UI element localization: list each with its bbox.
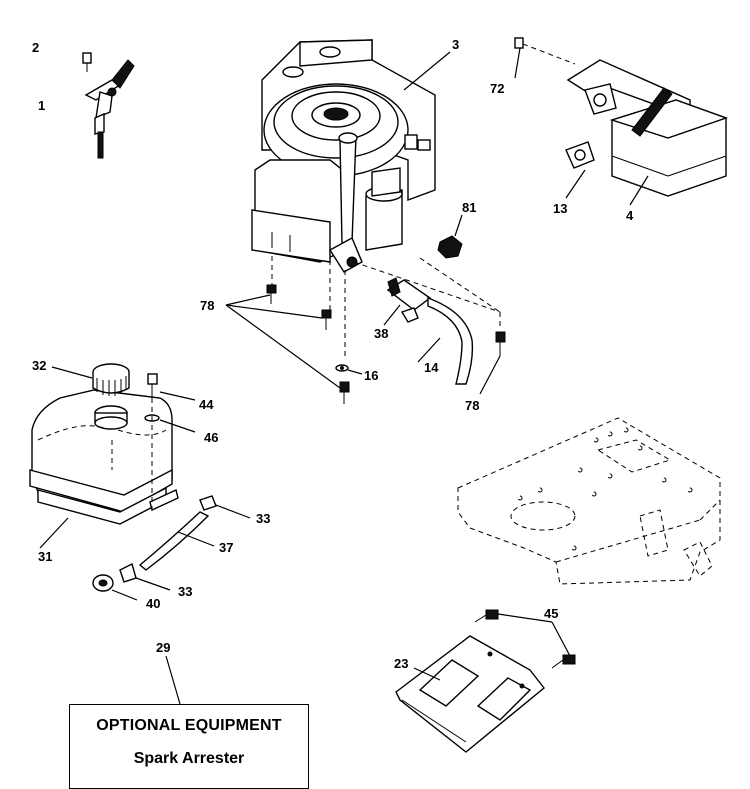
callout-4: 4 bbox=[626, 208, 634, 223]
callout-32: 32 bbox=[32, 358, 46, 373]
callout-40: 40 bbox=[146, 596, 160, 611]
callout-45: 45 bbox=[544, 606, 558, 621]
callout-37: 37 bbox=[219, 540, 233, 555]
callout-1: 1 bbox=[38, 98, 45, 113]
optional-equipment-box: OPTIONAL EQUIPMENT Spark Arrester bbox=[69, 704, 309, 789]
fuel-tank-part bbox=[29, 363, 196, 549]
callout-2: 2 bbox=[32, 40, 39, 55]
callout-44: 44 bbox=[199, 397, 214, 412]
callout-3: 3 bbox=[452, 37, 459, 52]
callout-72: 72 bbox=[490, 81, 504, 96]
heat-shield-part bbox=[165, 609, 576, 753]
frame-outline bbox=[457, 417, 721, 585]
callout-78-group: 78 bbox=[200, 298, 214, 313]
engine-hardware bbox=[225, 214, 506, 404]
callout-16: 16 bbox=[364, 368, 378, 383]
callout-38: 38 bbox=[374, 326, 388, 341]
optional-equipment-title: OPTIONAL EQUIPMENT bbox=[96, 717, 282, 734]
callout-33-upper: 33 bbox=[256, 511, 270, 526]
callout-labels: 2 1 3 72 13 4 81 78 38 14 16 78 32 44 46… bbox=[32, 37, 634, 671]
callout-13: 13 bbox=[553, 201, 567, 216]
throttle-control-part bbox=[82, 52, 135, 159]
callout-23: 23 bbox=[394, 656, 408, 671]
callout-29: 29 bbox=[156, 640, 170, 655]
fuel-line-part bbox=[92, 495, 251, 601]
callout-31: 31 bbox=[38, 549, 52, 564]
callout-14: 14 bbox=[424, 360, 439, 375]
callout-33-lower: 33 bbox=[178, 584, 192, 599]
engine-part bbox=[251, 39, 451, 273]
spark-arrester-label: Spark Arrester bbox=[133, 750, 245, 767]
callout-78-single: 78 bbox=[465, 398, 479, 413]
callout-81: 81 bbox=[462, 200, 476, 215]
muffler-part bbox=[514, 37, 729, 206]
callout-46: 46 bbox=[204, 430, 218, 445]
